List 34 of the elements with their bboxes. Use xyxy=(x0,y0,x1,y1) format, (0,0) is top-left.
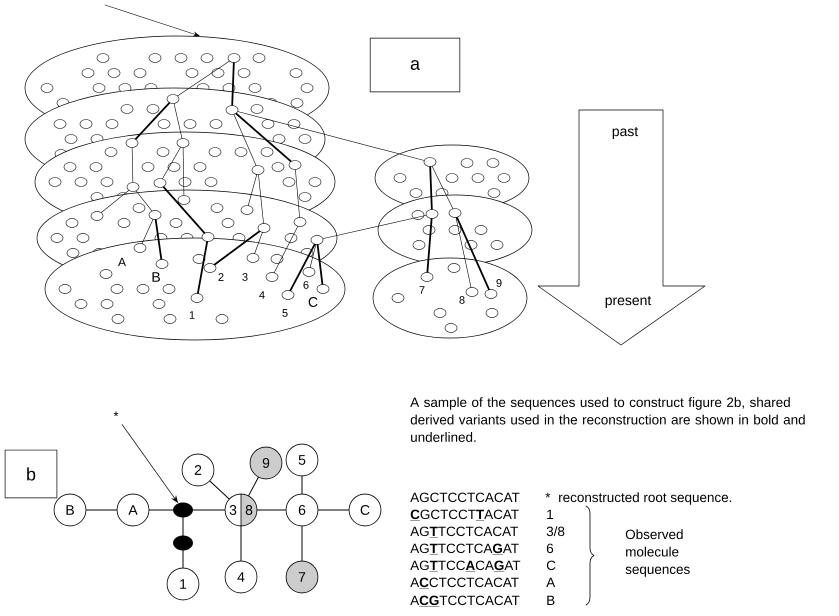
sequence-label: * xyxy=(545,492,550,498)
sequence-text: AGCTCCTCACAT xyxy=(410,492,520,502)
connector-line xyxy=(192,509,226,510)
note-text: reconstructed root sequence. xyxy=(559,492,732,505)
sequence-label: 1 xyxy=(547,510,554,519)
connector-line xyxy=(182,517,184,536)
label-box: b xyxy=(4,450,58,498)
connector-line xyxy=(86,509,118,510)
connector-line xyxy=(148,509,174,510)
connector-line xyxy=(182,550,184,568)
tree-label: C xyxy=(307,296,319,308)
ancestor-dot xyxy=(173,502,193,518)
sequence-text: CGCTCCTTACAT xyxy=(410,510,519,521)
group-label: Observed molecule sequences xyxy=(626,529,690,577)
sequence-label: A xyxy=(546,578,556,587)
connector-line xyxy=(209,480,230,500)
sequence-label: C xyxy=(546,560,556,570)
connector-line xyxy=(240,526,242,562)
sequence-label: 6 xyxy=(546,544,554,554)
tree-label: B xyxy=(150,272,162,282)
connector-line xyxy=(318,509,350,510)
connector-line xyxy=(248,476,259,496)
sequence-label: 3/8 xyxy=(546,526,564,536)
ancestor-dot xyxy=(173,536,193,550)
sequence-text: AGTTCCTCAGAT xyxy=(410,544,519,555)
connector-line xyxy=(256,509,286,510)
sequence-text: ACCTCCTCACAT xyxy=(410,578,519,589)
sequence-label: B xyxy=(547,596,554,605)
sequence-text: AGTTCCTCACAT xyxy=(410,526,518,538)
caption-paragraph: A sample of the sequences used to construct figure 2b, shared derived variants used in the reconstruction are shown in bold and underlined. xyxy=(410,397,805,442)
sequence-text: ACGTCCTCACAT xyxy=(410,596,520,607)
label-box: a xyxy=(370,38,460,92)
root-marker: * xyxy=(114,412,118,416)
sequence-text: AGTTCCACAGAT xyxy=(410,560,520,572)
